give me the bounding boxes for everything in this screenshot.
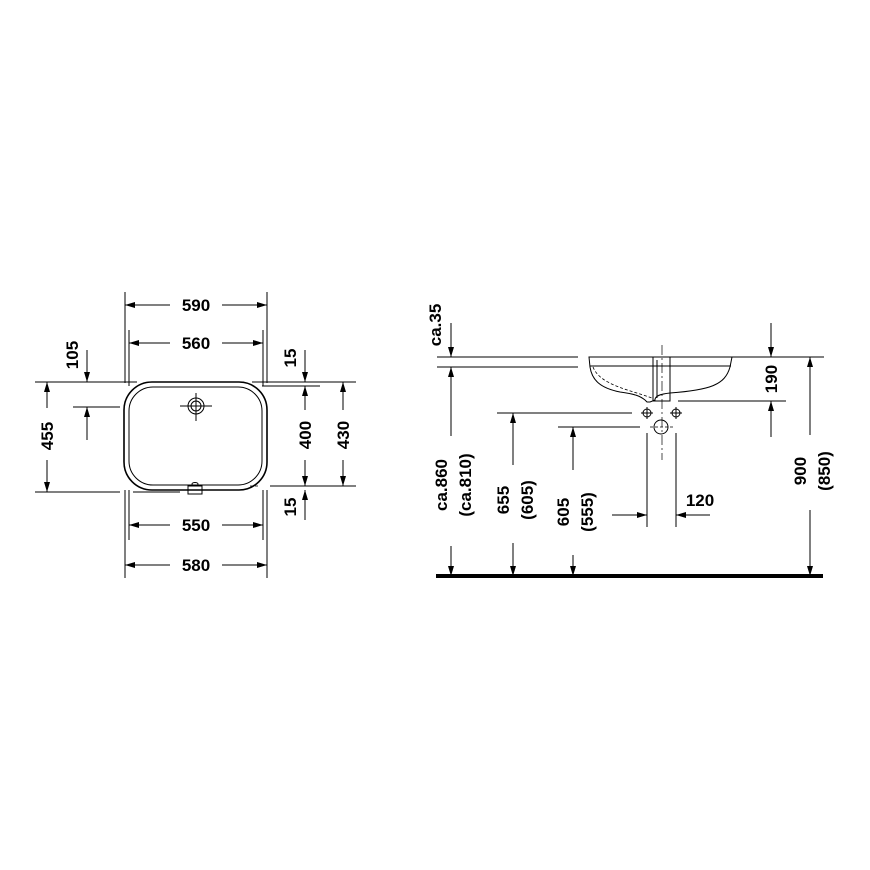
dim-inner-depth: 400 bbox=[296, 421, 315, 449]
dim-counter-height: ca.860 bbox=[432, 459, 451, 511]
dim-counter-height-alt: (ca.810) bbox=[456, 453, 475, 516]
dim-supply-height: 655 bbox=[494, 486, 513, 514]
overflow-icon bbox=[187, 482, 203, 495]
dim-supply-spacing: 120 bbox=[686, 491, 714, 510]
dim-rim-height: 900 bbox=[791, 457, 810, 485]
dim-overall-width-bottom: 580 bbox=[182, 556, 210, 575]
dim-waste-height-alt: (555) bbox=[578, 492, 597, 532]
dim-overall-depth: 455 bbox=[38, 422, 57, 450]
waste-connection-icon bbox=[650, 419, 674, 435]
supply-connection-left-icon bbox=[641, 407, 653, 419]
dim-bowl-depth: 190 bbox=[762, 365, 781, 393]
supply-connection-right-icon bbox=[670, 407, 682, 419]
dim-inner-width-top: 560 bbox=[182, 334, 210, 353]
dim-rim-thickness: ca.35 bbox=[426, 304, 445, 347]
dim-rim-height-alt: (850) bbox=[815, 451, 834, 491]
dim-tap-hole-offset: 105 bbox=[63, 341, 82, 369]
dim-rim-top: 15 bbox=[281, 349, 300, 368]
dim-supply-height-alt: (605) bbox=[518, 480, 537, 520]
tap-hole-icon bbox=[180, 393, 212, 421]
side-view: ca.35 ca.860 (ca.810) 655 (605) 605 (555… bbox=[426, 304, 837, 578]
plan-view: 590 560 550 580 105 455 15 bbox=[35, 292, 356, 578]
dim-rim-bottom: 15 bbox=[281, 498, 300, 517]
dim-waste-height: 605 bbox=[554, 498, 573, 526]
dim-inner-width-bottom: 550 bbox=[182, 516, 210, 535]
dim-outer-depth: 430 bbox=[334, 421, 353, 449]
dim-overall-width-top: 590 bbox=[182, 296, 210, 315]
basin-profile bbox=[588, 345, 733, 460]
